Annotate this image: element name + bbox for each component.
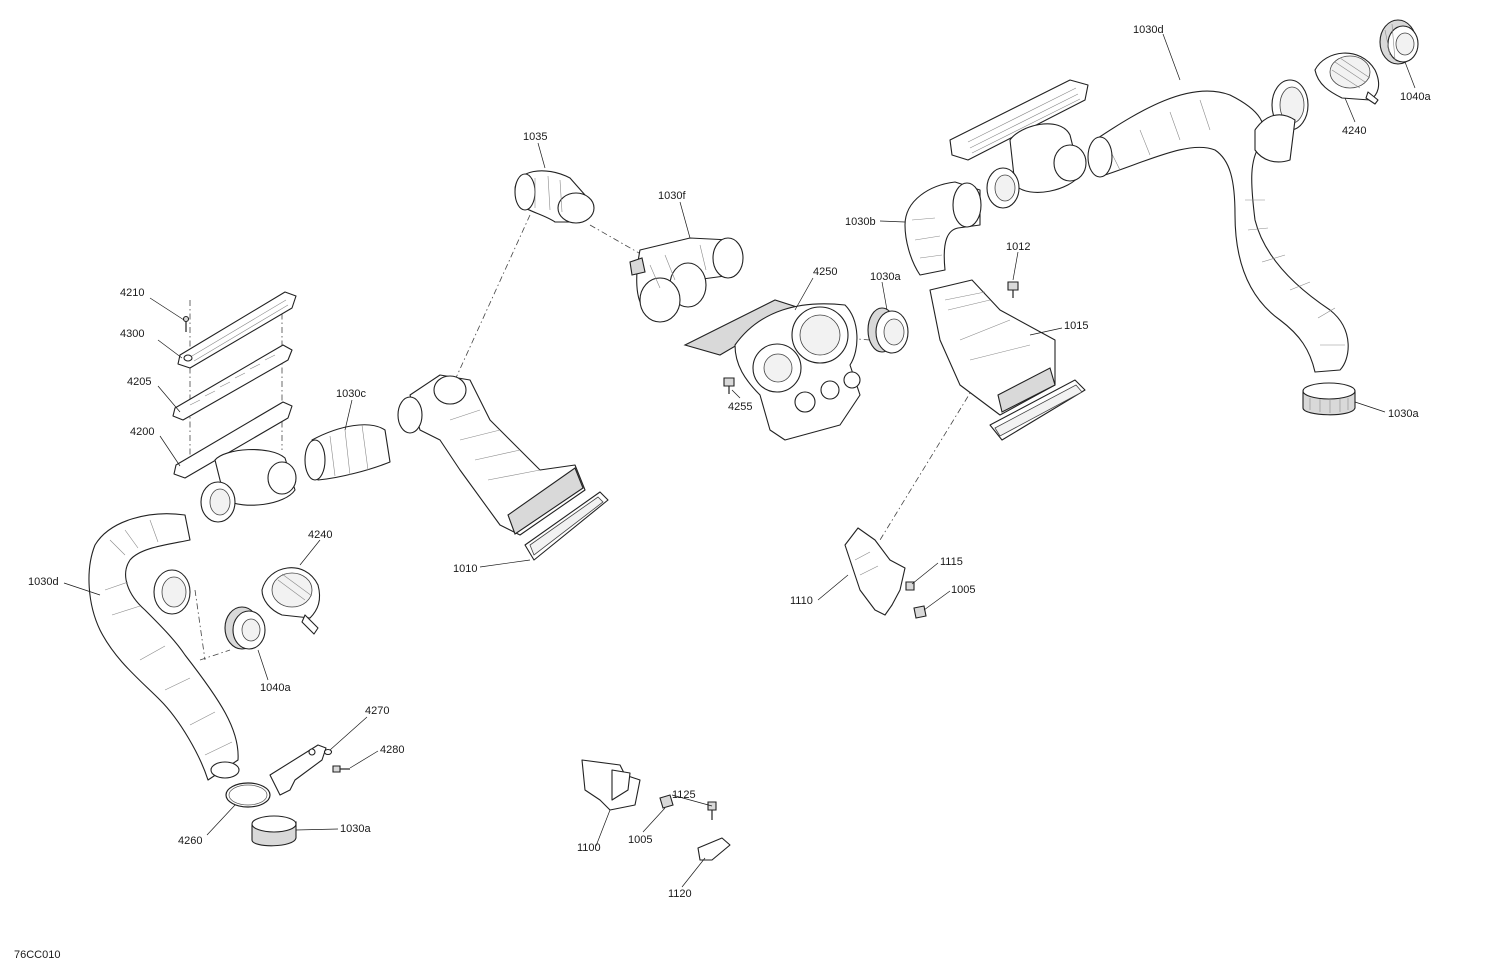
vent-grille-4300 xyxy=(177,291,297,369)
hose-1030d-right xyxy=(1087,79,1349,373)
hose-1030b xyxy=(904,181,982,276)
screw-4280 xyxy=(332,765,350,773)
callout-1015: 1015 xyxy=(1064,320,1088,332)
bracket-1120 xyxy=(697,837,731,861)
screw-4210 xyxy=(182,315,190,332)
screw-1012 xyxy=(1007,281,1019,298)
callout-4240-left: 4240 xyxy=(308,529,332,541)
washer-4270 xyxy=(323,748,333,756)
duct-1010 xyxy=(397,374,609,561)
callout-1115: 1115 xyxy=(940,556,963,568)
callout-1010: 1010 xyxy=(453,563,477,575)
nut-1005-bottom xyxy=(659,794,674,809)
bracket-1110 xyxy=(844,527,906,616)
duct-1015 xyxy=(929,279,1086,441)
callout-1100: 1100 xyxy=(577,842,601,854)
callout-1030b: 1030b xyxy=(845,216,876,228)
callout-1012: 1012 xyxy=(1006,241,1030,253)
callout-4260: 4260 xyxy=(178,835,202,847)
duct-top-right xyxy=(949,79,1089,209)
dash-panel-4250 xyxy=(683,299,861,441)
callout-1110: 1110 xyxy=(790,595,813,607)
callout-4270: 4270 xyxy=(365,705,389,717)
callout-4300: 4300 xyxy=(120,328,144,340)
callout-1040a-left: 1040a xyxy=(260,682,291,694)
callout-1125: 1125 xyxy=(672,789,696,801)
callout-4200: 4200 xyxy=(130,426,154,438)
hose-elbow-1035 xyxy=(514,170,595,224)
callout-labels: 1030d 1040a 4240 1035 1030f 1030b 1012 4… xyxy=(28,24,1431,900)
hose-1030d-left xyxy=(88,513,240,781)
callout-4280: 4280 xyxy=(380,744,404,756)
vent-housing-4200 xyxy=(173,401,297,523)
screw-4255 xyxy=(723,377,735,394)
callout-1120: 1120 xyxy=(668,888,692,900)
callout-4255: 4255 xyxy=(728,401,752,413)
callout-1005-right: 1005 xyxy=(951,584,975,596)
callout-1035: 1035 xyxy=(523,131,547,143)
vent-nozzle-1040a-right xyxy=(1379,19,1419,65)
bracket-4270 xyxy=(269,744,327,796)
screw-1125 xyxy=(707,801,717,820)
callout-1030d-top: 1030d xyxy=(1133,24,1164,36)
clamp-ring-1030a-right xyxy=(1302,382,1356,416)
clamp-ring-1030a-bottom xyxy=(251,815,297,847)
gasket-4260 xyxy=(225,782,271,808)
vent-bezel-4240-right xyxy=(1314,52,1380,105)
vent-bezel-4240-left xyxy=(261,567,321,635)
callout-1030c: 1030c xyxy=(336,388,366,400)
callout-1030a-mid: 1030a xyxy=(870,271,901,283)
callout-1030a-right: 1030a xyxy=(1388,408,1419,420)
vent-louver-4205 xyxy=(172,344,293,421)
bracket-1100 xyxy=(581,759,641,811)
nut-1005-right xyxy=(913,605,927,619)
callout-1040a-top: 1040a xyxy=(1400,91,1431,103)
callout-4210: 4210 xyxy=(120,287,144,299)
hose-1030c xyxy=(304,424,391,481)
callout-4250: 4250 xyxy=(813,266,837,278)
callout-1030d-left: 1030d xyxy=(28,576,59,588)
callout-1030f: 1030f xyxy=(658,190,686,202)
callout-4205: 4205 xyxy=(127,376,151,388)
clamp-ring-1030a-mid xyxy=(867,307,909,354)
callout-1030a-bottom: 1030a xyxy=(340,823,371,835)
hose-y-1030f xyxy=(629,237,744,323)
callout-4240-top: 4240 xyxy=(1342,125,1366,137)
leader-lines xyxy=(63,33,1416,888)
vent-nozzle-1040a-left xyxy=(224,606,266,650)
callout-1005-bottom: 1005 xyxy=(628,834,652,846)
reference-code: 76CC010 xyxy=(14,949,60,961)
